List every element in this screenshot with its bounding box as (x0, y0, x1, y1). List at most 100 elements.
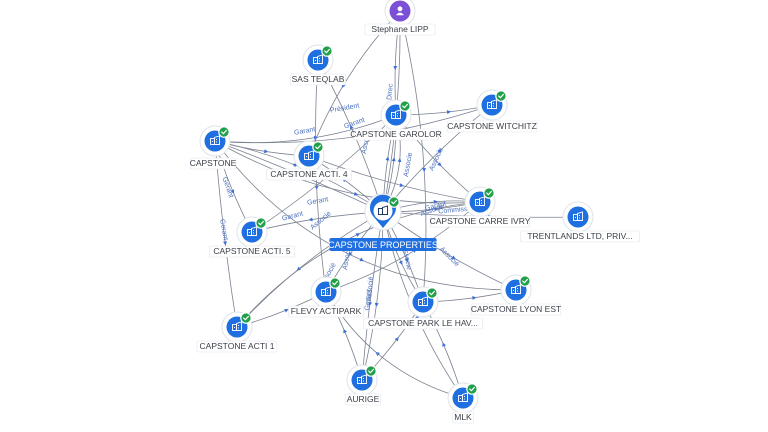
verified-check-icon (240, 312, 252, 324)
building-icon (487, 99, 497, 109)
edge-label: Garant (281, 210, 304, 222)
edge-arrow (446, 110, 452, 115)
graph-edge-labels: GarantGarantGarantGarantAssocieAssocieAs… (218, 83, 472, 311)
edge-arrow (374, 302, 379, 308)
node-label-bg (429, 215, 531, 228)
node-label-bg (520, 230, 640, 243)
edge-arrow (437, 162, 442, 167)
graph-node-acti1[interactable]: CAPSTONE ACTI 1 (196, 311, 278, 353)
edge-label: Associé (366, 276, 375, 301)
edge-arrow (397, 157, 402, 163)
node-label-bg (363, 317, 483, 330)
edge-label: Associe (403, 152, 414, 177)
verified-check-icon (426, 287, 438, 299)
node-label: CAPSTONE GAROLOR (350, 129, 441, 139)
graph-node-acti4[interactable]: CAPSTONE ACTI. 4 (266, 140, 352, 181)
edge-label: Direc (386, 83, 394, 100)
edge-arrow (314, 185, 319, 190)
edge-label: Gerant (364, 289, 373, 311)
node-label: CAPSTONE WITCHITZ (447, 121, 537, 131)
graph-node-trentlands[interactable]: TRENTLANDS LTD, PRIV... (520, 201, 640, 243)
graph-node-witchitz[interactable]: CAPSTONE WITCHITZ (446, 89, 538, 133)
node-label-bg (452, 411, 474, 424)
building-icon (391, 109, 401, 119)
edge-label: Associe (401, 245, 412, 270)
building-icon (511, 284, 521, 294)
edge-label: Associe (361, 129, 372, 154)
relationship-edge (214, 140, 517, 291)
edge-label: Garant (294, 126, 316, 137)
node-label: CAPSTONE ACTI 1 (200, 341, 275, 351)
verified-check-icon (329, 277, 341, 289)
node-label-bg (364, 23, 436, 36)
edge-arrow (472, 295, 477, 300)
building-icon (232, 321, 242, 331)
edge-arrow (359, 257, 364, 262)
verified-check-icon (495, 90, 507, 102)
node-label: Stephane LIPP (371, 24, 429, 34)
node-label: CAPSTONE CARRE IVRY (430, 216, 531, 226)
verified-check-icon (312, 141, 324, 153)
edge-arrow (349, 124, 354, 130)
graph-node-carreivry[interactable]: CAPSTONE CARRE IVRY (429, 186, 531, 228)
edge-arrow (451, 255, 456, 260)
graph-node-mlk[interactable]: MLK (447, 382, 479, 424)
person-icon (396, 6, 404, 16)
center-label-bg (329, 238, 437, 251)
building-icon (304, 150, 314, 160)
verified-check-icon (466, 383, 478, 395)
edge-arrow (353, 191, 359, 196)
verified-check-icon (255, 217, 267, 229)
graph-node-sasteqlab[interactable]: SAS TEQLAB (290, 44, 346, 86)
verified-check-icon (483, 187, 495, 199)
relationship-edge (214, 140, 481, 204)
node-label: MLK (454, 412, 472, 422)
edge-arrow (391, 157, 396, 162)
edge-arrow (437, 149, 442, 154)
graph-node-parklehav[interactable]: CAPSTONE PARK LE HAV... (363, 286, 483, 330)
graph-node-acti5[interactable]: CAPSTONE ACTI. 5 (209, 216, 295, 258)
building-icon (418, 296, 428, 306)
graph-node-stephane[interactable]: Stephane LIPP (364, 0, 436, 36)
graph-node-capstone[interactable]: CAPSTONE (189, 125, 237, 170)
edge-arrow (398, 260, 403, 265)
building-icon (321, 286, 331, 296)
edge-label: Commissa (438, 206, 472, 216)
edge-label: Associé (342, 245, 353, 270)
relationship-edge (308, 155, 481, 203)
node-label: CAPSTONE (190, 158, 237, 168)
node-label-bg (353, 128, 439, 141)
building-icon (378, 205, 388, 215)
edge-label: Associé (438, 246, 460, 268)
edge-arrow (348, 251, 353, 257)
edge-arrow (393, 66, 398, 71)
node-label-bg (189, 157, 237, 170)
node-label: CAPSTONE LYON EST (471, 304, 561, 314)
node-label-bg (209, 245, 295, 258)
edge-arrow (230, 189, 235, 194)
edge-arrow (422, 167, 427, 173)
node-label-bg (446, 120, 538, 133)
node-label: CAPSTONE PARK LE HAV... (368, 318, 478, 328)
graph-node-lyonest[interactable]: CAPSTONE LYON EST (470, 274, 562, 316)
edge-arrow (399, 183, 404, 187)
graph-node-flevy[interactable]: FLEVY ACTIPARK (288, 276, 364, 318)
graph-node-aurige[interactable]: AURIGE (344, 364, 382, 406)
edge-label: Associe (309, 210, 332, 231)
building-icon (247, 226, 257, 236)
node-label: CAPSTONE ACTI. 5 (213, 246, 291, 256)
edge-label: Gerant (220, 176, 234, 199)
node-label-bg (288, 305, 364, 318)
relationship-edge (361, 211, 384, 381)
building-icon (313, 54, 323, 64)
edge-arrow (292, 163, 297, 168)
edge-arrow (284, 308, 289, 313)
graph-node-center[interactable]: CAPSTONE PROPERTIES (328, 193, 438, 251)
relationship-edge (422, 301, 464, 399)
edge-arrow (375, 352, 380, 357)
edge-label: Gerant (218, 219, 229, 241)
graph-node-garolor[interactable]: CAPSTONE GAROLOR (350, 99, 442, 141)
building-icon (475, 196, 485, 206)
